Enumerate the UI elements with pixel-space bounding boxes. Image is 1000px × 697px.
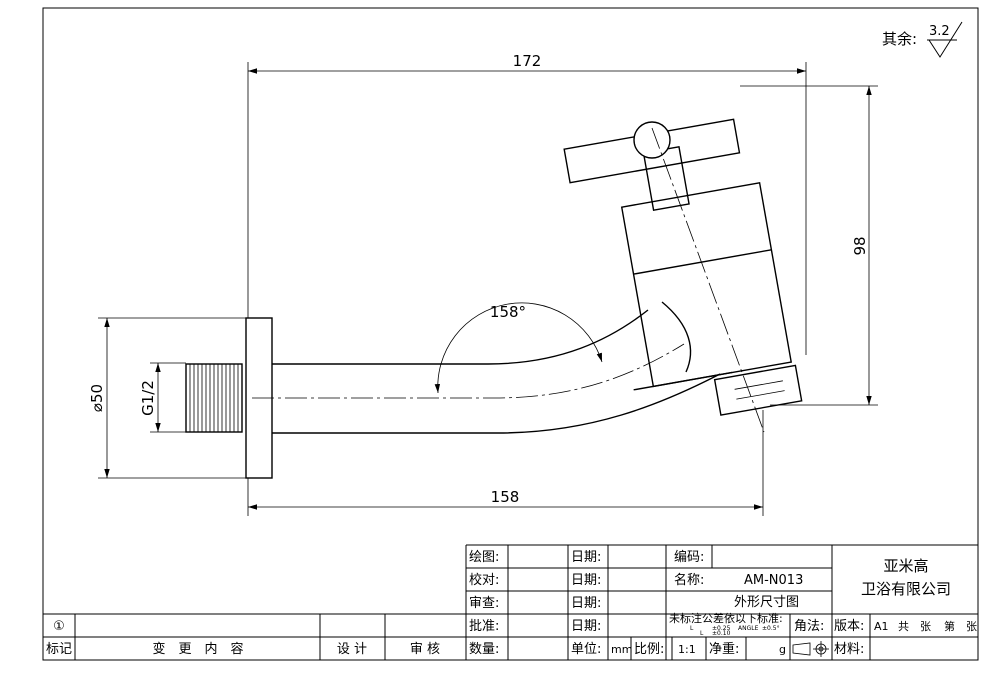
code-label: 编码: (674, 550, 704, 565)
quantity-label: 数量: (469, 642, 499, 657)
revision-design-header: 设 计 (337, 642, 367, 657)
scale-label: 比例: (634, 642, 664, 657)
company-name-line1: 亚米高 (883, 557, 928, 575)
pipe-upper-edge (272, 309, 649, 365)
dimension-158-label: 158 (491, 488, 520, 506)
tolerance-f: L (700, 630, 704, 637)
date-label-1: 日期: (571, 550, 601, 565)
tolerance-e: ±0.10 (712, 630, 731, 637)
drawing-title: 外形尺寸图 (734, 595, 799, 610)
sheet-number-label: 第 (944, 619, 955, 633)
dimension-diameter-50: ⌀50 (88, 317, 246, 479)
dimension-172-label: 172 (513, 52, 542, 70)
material-label: 材料: (834, 642, 864, 657)
surface-finish-label: 其余: (882, 30, 917, 48)
dimension-158-base: 158 (247, 410, 764, 516)
tolerance-a: L (690, 625, 694, 632)
title-block (43, 544, 978, 660)
date-label-3: 日期: (571, 596, 601, 611)
dimension-angle-label: 158° (490, 303, 526, 321)
revision-content-header: 变 更 内 容 (152, 641, 243, 657)
date-label-4: 日期: (571, 619, 601, 634)
version-value: A1 (874, 620, 889, 633)
approved-label: 批准: (469, 619, 499, 634)
dimension-thread-label: G1/2 (139, 380, 157, 416)
dimension-diameter-label: ⌀50 (88, 384, 106, 412)
valve-body (620, 182, 793, 391)
unit-value: mm (611, 643, 632, 656)
net-weight-label: 净重: (709, 641, 739, 657)
sheets-label-2: 张 (966, 620, 977, 633)
company-name-line2: 卫浴有限公司 (861, 580, 951, 598)
tolerance-b: ±0.25 (712, 625, 731, 632)
title-block-text: 绘图: 校对: 审查: 批准: 数量: 日期: 日期: 日期: 日期: 单位: … (46, 550, 977, 657)
reviewed-label: 审查: (469, 596, 499, 611)
model-value: AM-N013 (744, 573, 803, 588)
dimension-angle-158: 158° (434, 302, 603, 394)
version-label: 版本: (834, 619, 864, 634)
surface-finish-symbol: 其余: 3.2 (882, 21, 963, 58)
revision-mark-header: 标记 (46, 642, 72, 657)
dimension-98-label: 98 (851, 236, 869, 255)
spout-outlet (713, 364, 803, 416)
pipe-elbow (661, 301, 692, 373)
revision-marker: ① (53, 619, 65, 634)
drawn-label: 绘图: (469, 550, 499, 565)
tolerance-d: ±0.5° (762, 625, 780, 632)
scale-value: 1:1 (678, 643, 696, 656)
revision-review-header: 审 核 (410, 642, 440, 657)
dimension-98: 98 (740, 85, 878, 406)
projection-symbol-icon (792, 641, 829, 657)
centerlines (252, 127, 765, 433)
dimension-thread: G1/2 (139, 362, 186, 433)
date-label-2: 日期: (571, 573, 601, 588)
surface-finish-value: 3.2 (929, 24, 950, 39)
dimension-172: 172 (247, 52, 807, 355)
sheets-label: 张 (920, 620, 931, 633)
weight-unit: g (779, 643, 786, 656)
name-label: 名称: (674, 572, 704, 588)
handle-knob (633, 121, 671, 159)
checked-label: 校对: (469, 572, 499, 588)
total-label: 共 (898, 620, 909, 633)
pipe-lower-edge (272, 373, 721, 434)
unit-label: 单位: (571, 642, 601, 657)
tolerance-note: 未标注公差依以下标准: (669, 611, 783, 625)
angle-method-label: 角法: (794, 619, 824, 634)
tolerance-c: ANGLE (738, 625, 759, 632)
thread-lines (189, 364, 239, 432)
faucet-part (185, 118, 803, 479)
drawing-border (42, 7, 979, 661)
